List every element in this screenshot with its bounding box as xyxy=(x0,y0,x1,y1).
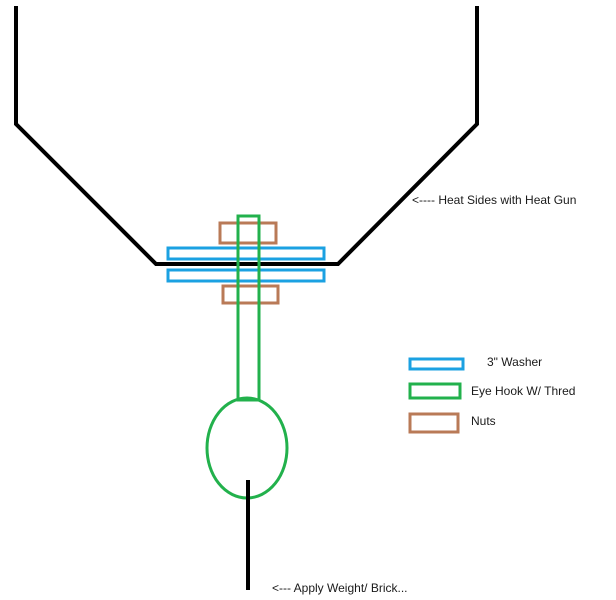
legend-swatch-washer xyxy=(408,357,465,371)
eye-hook-shank xyxy=(236,214,261,402)
nut-upper xyxy=(218,221,278,245)
apply-weight-annotation: <--- Apply Weight/ Brick... xyxy=(272,581,408,595)
funnel-outline xyxy=(14,6,479,266)
washer-upper xyxy=(166,246,326,261)
legend-swatch-eye-hook xyxy=(408,382,462,400)
legend-swatch-nuts xyxy=(408,412,460,434)
heat-sides-annotation: <---- Heat Sides with Heat Gun xyxy=(412,193,577,207)
legend-label-washer: 3" Washer xyxy=(487,355,543,369)
nut-lower xyxy=(221,284,280,305)
washer-lower xyxy=(166,268,326,283)
legend-label-eye-hook: Eye Hook W/ Thred xyxy=(471,384,576,398)
legend-label-nuts: Nuts xyxy=(471,414,496,428)
